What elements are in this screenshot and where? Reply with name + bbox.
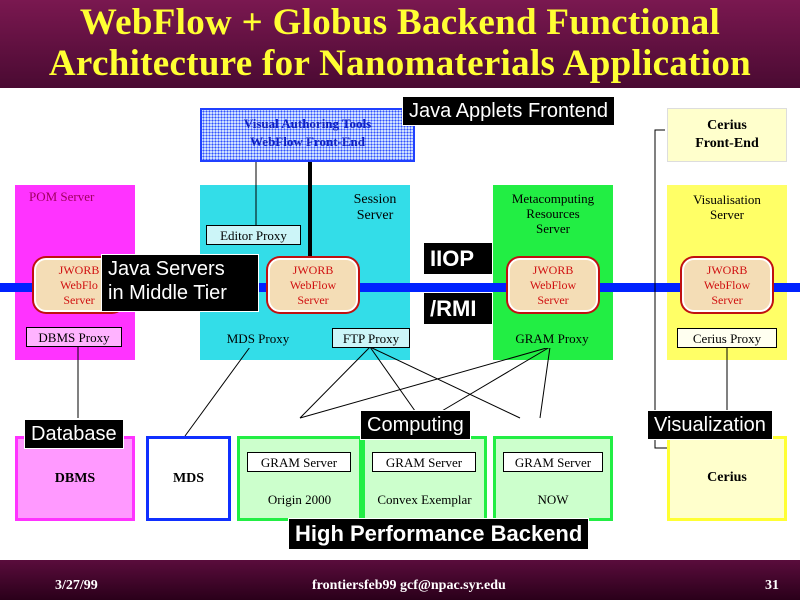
connector-lines: [0, 129, 800, 449]
visual-tools-label-2: WebFlow Front-End: [250, 134, 365, 149]
meta-server-label-2: Resources: [526, 206, 580, 221]
slide-footer: 3/27/99 frontiersfeb99 gcf@npac.syr.edu …: [0, 560, 800, 600]
bus-line: [0, 283, 800, 292]
dbms-backend-box: [15, 436, 135, 521]
gram-convex-box: [362, 436, 487, 521]
mds-backend-label: MDS: [172, 471, 205, 486]
database-callout: Database: [24, 419, 124, 449]
convex-label: Convex Exemplar: [377, 492, 472, 507]
vis-jworb-server: JWORB WebFlow Server: [682, 258, 772, 312]
slide-title-line2: Architecture for Nanomaterials Applicati…: [48, 43, 752, 84]
visualization-callout: Visualization: [647, 410, 773, 440]
footer-date: 3/27/99: [55, 578, 98, 593]
ftp-line-3: [369, 346, 521, 419]
session-server-label-2: Server: [356, 208, 394, 223]
footer-page-number: 31: [765, 578, 779, 593]
gram-now-box: [493, 436, 613, 521]
vis-server-label-2: Server: [710, 207, 744, 222]
visual-tools-label-1: Visual Authoring Tools: [243, 116, 372, 131]
editor-proxy-box: Editor Proxy: [206, 225, 301, 245]
architecture-diagram: Visual Authoring Tools WebFlow Front-End…: [0, 88, 800, 560]
java-applets-callout: Java Applets Frontend: [402, 96, 616, 126]
java-servers-callout: Java Servers in Middle Tier: [101, 254, 259, 312]
dbms-proxy-box: DBMS Proxy: [26, 327, 122, 347]
rmi-callout: /RMI: [423, 292, 493, 325]
pom-server-label: POM Server: [29, 189, 95, 204]
gram-line-3: [539, 346, 551, 419]
cerius-frontend-connector: [654, 129, 667, 449]
session-server-label-1: Session: [353, 192, 397, 207]
gram-proxy-box: GRAM Proxy: [500, 328, 604, 348]
gram-line-1: [299, 346, 551, 419]
visual-authoring-tools-box: [200, 108, 415, 162]
high-performance-callout: High Performance Backend: [288, 518, 590, 550]
dbms-backend-label: DBMS: [54, 471, 96, 486]
meta-server-label-3: Server: [536, 221, 570, 236]
gram-origin-box: [237, 436, 362, 521]
vis-server-label-1: Visualisation: [693, 192, 761, 207]
cerius-frontend-box: [667, 108, 787, 162]
ftp-line-1: [299, 346, 371, 419]
mds-backend-box: [146, 436, 231, 521]
cerius-frontend-label-2: Front-End: [695, 136, 759, 151]
gram-line-2: [429, 346, 551, 419]
now-label: NOW: [537, 492, 569, 507]
mds-proxy-box: MDS Proxy: [212, 328, 304, 348]
cerius-proxy-box: Cerius Proxy: [677, 328, 777, 348]
origin-label: Origin 2000: [267, 492, 332, 507]
gram-server-origin: GRAM Server: [247, 452, 351, 472]
gram-server-convex: GRAM Server: [372, 452, 476, 472]
gram-server-now: GRAM Server: [503, 452, 603, 472]
meta-server-label-1: Metacomputing: [511, 191, 595, 206]
ftp-line-2: [369, 346, 421, 419]
computing-callout: Computing: [360, 410, 471, 440]
ftp-proxy-box: FTP Proxy: [332, 328, 410, 348]
iiop-callout: IIOP: [423, 242, 493, 275]
cerius-frontend-label-1: Cerius: [707, 118, 747, 133]
slide-title-line1: WebFlow + Globus Backend Functional: [79, 2, 721, 43]
session-jworb-server: JWORB WebFlow Server: [268, 258, 358, 312]
slide-header: WebFlow + Globus Backend Functional Arch…: [0, 0, 800, 88]
meta-jworb-server: JWORB WebFlow Server: [508, 258, 598, 312]
mds-proxy-line: [184, 346, 251, 437]
cerius-backend-label: Cerius: [707, 470, 747, 485]
footer-center: frontiersfeb99 gcf@npac.syr.edu: [312, 578, 506, 593]
